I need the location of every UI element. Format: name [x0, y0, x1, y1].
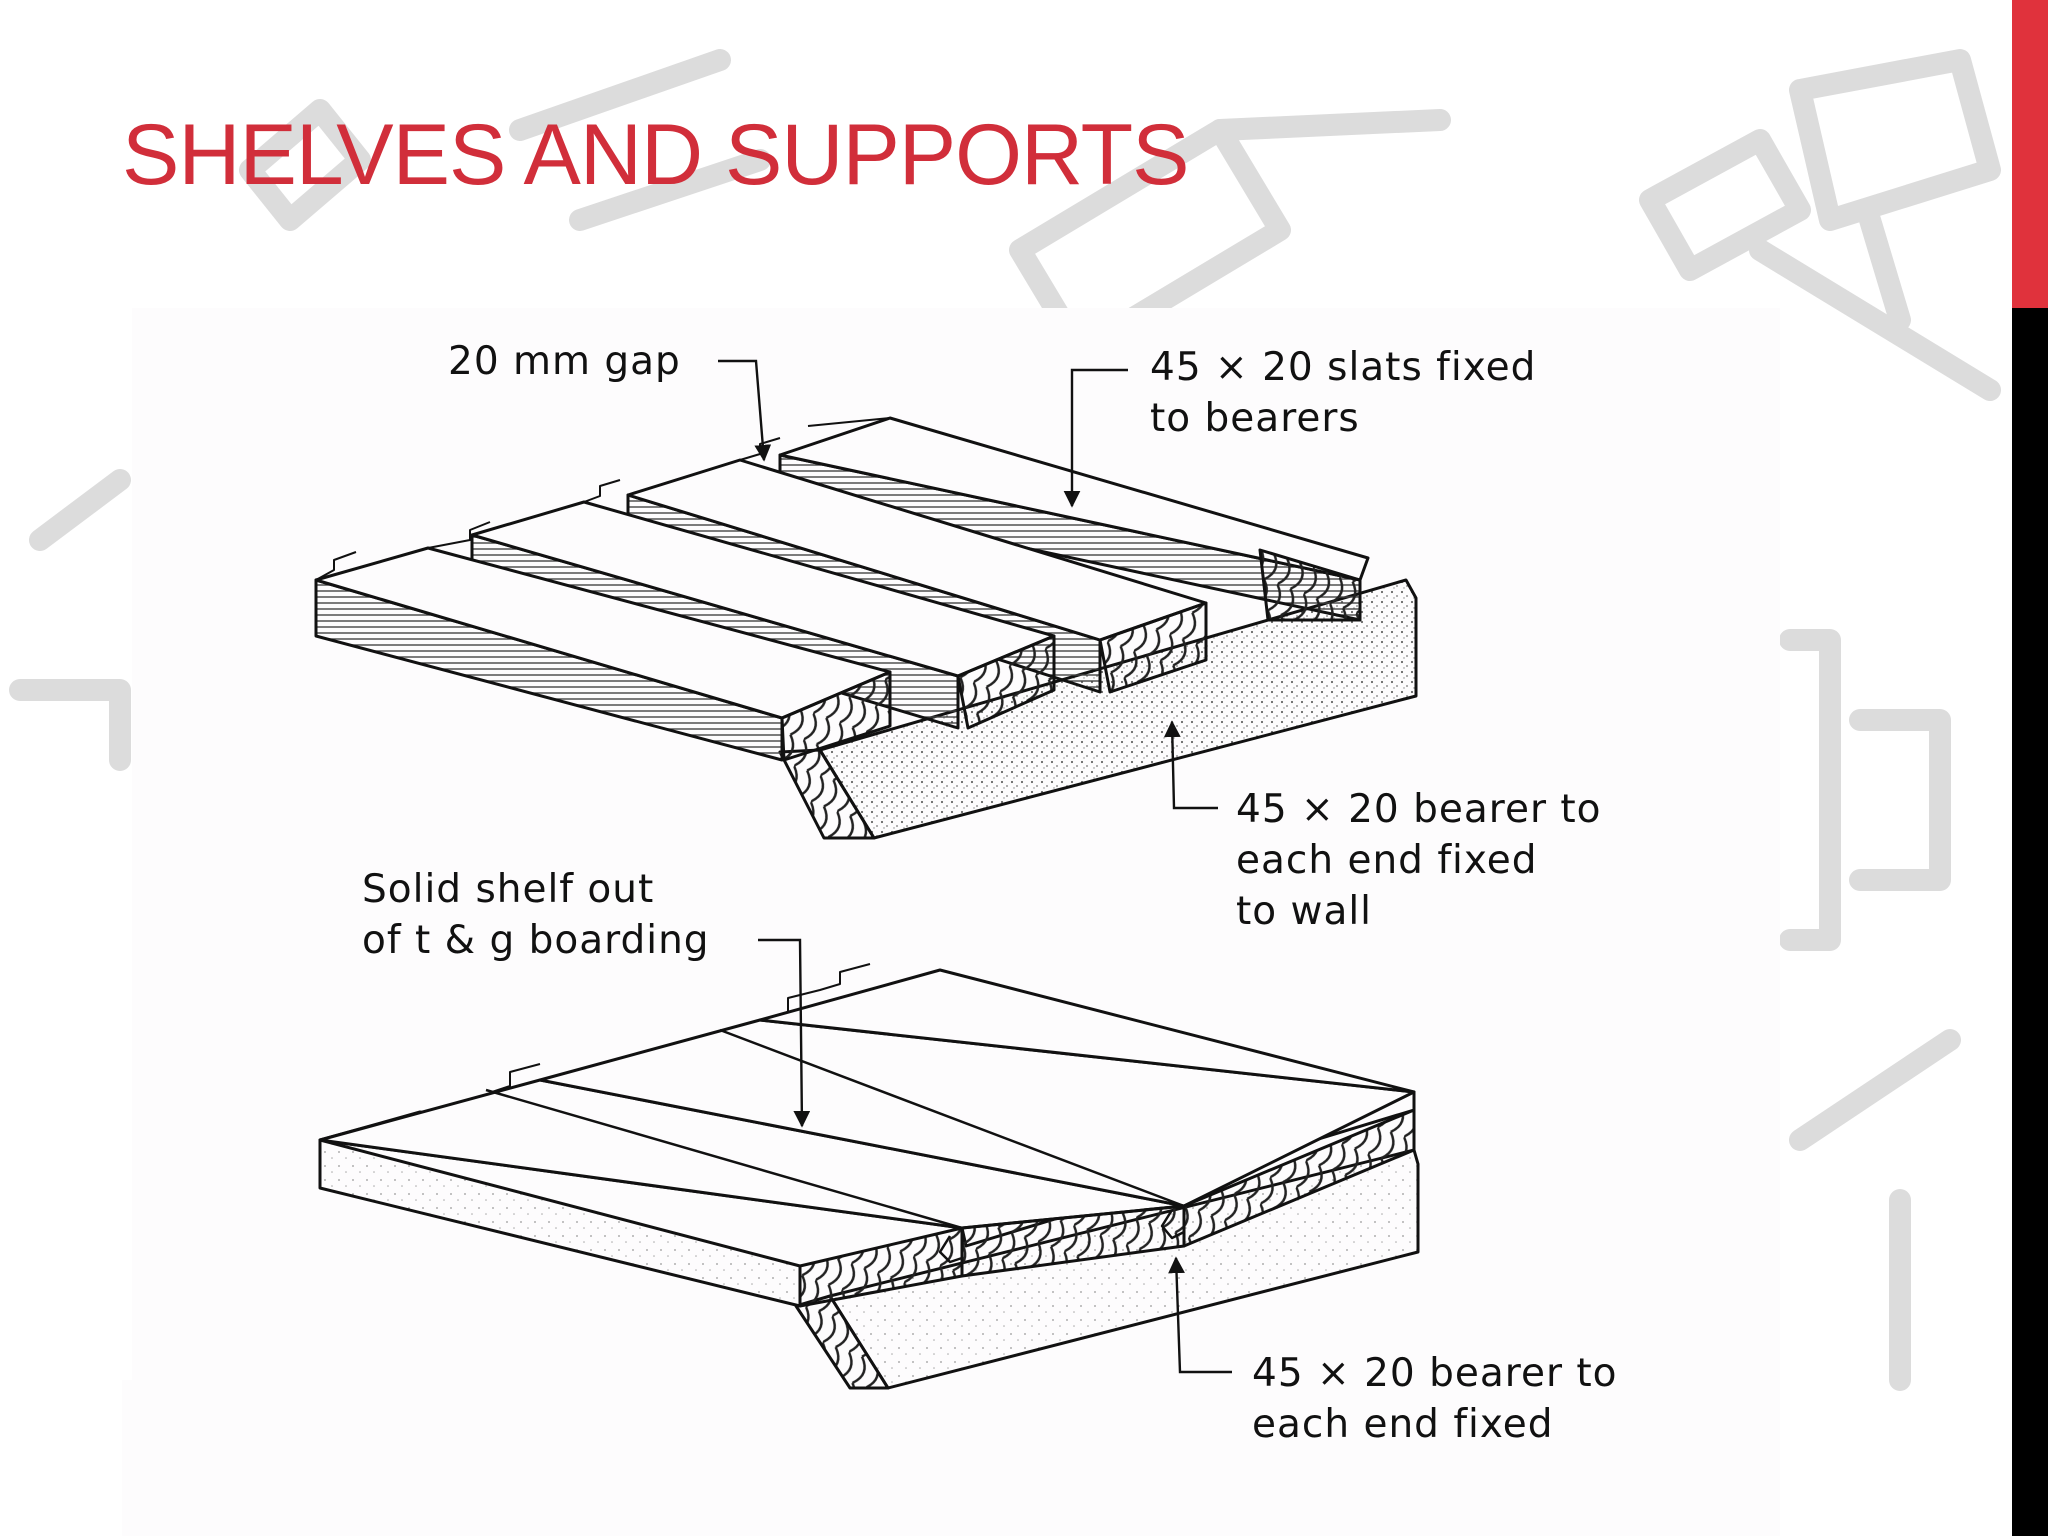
background-chisel-icon: [1789, 1029, 1961, 1391]
shelf-diagram: [314, 359, 1420, 1390]
background-pliers-icon: [29, 99, 371, 551]
solid-shelf-label: Solid shelf out of t & g boarding: [362, 867, 710, 963]
solid-shelf-leader-arrow: [758, 938, 811, 1128]
background-square-icon: [9, 679, 131, 771]
background-hammer-icon: [1639, 129, 2001, 401]
slats-leader-arrow: [1063, 368, 1128, 508]
slats-label: 45 × 20 slats fixed to bearers: [1150, 345, 1537, 441]
accent-bar-black: [2012, 308, 2048, 1536]
accent-bar-red: [2012, 0, 2048, 308]
bearer-bottom-label: 45 × 20 bearer to each end fixed: [1252, 1351, 1618, 1447]
slatted-shelf-drawing: [314, 416, 1418, 840]
slide-title: SHELVES AND SUPPORTS: [122, 107, 1190, 203]
gap-label: 20 mm gap: [448, 339, 681, 384]
solid-shelf-drawing: [318, 963, 1420, 1390]
background-clamp-icon: [1779, 629, 1951, 951]
bearer-top-label: 45 × 20 bearer to each end fixed to wall: [1236, 787, 1602, 934]
background-level-icon: [509, 49, 771, 231]
gap-leader-arrow: [718, 359, 772, 462]
background-drill-icon: [1789, 49, 2001, 331]
bearer-top-leader-arrow: [1163, 720, 1218, 810]
bearer-bottom-leader-arrow: [1168, 1256, 1232, 1374]
